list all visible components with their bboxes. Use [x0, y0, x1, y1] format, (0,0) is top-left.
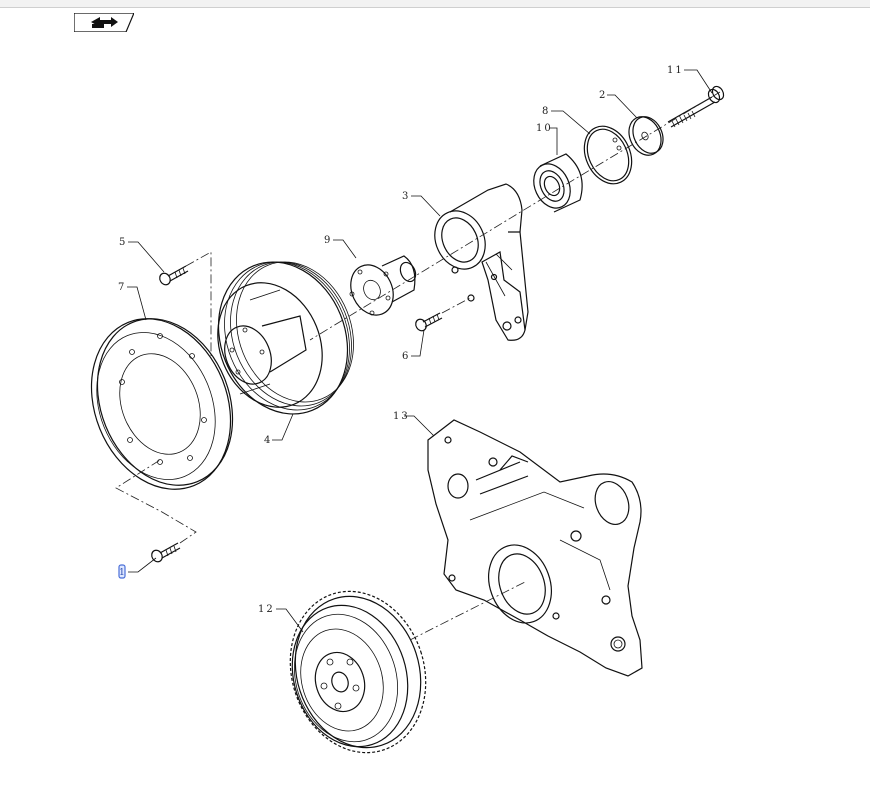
callout-6[interactable]: 6: [402, 351, 410, 362]
callout-7[interactable]: 7: [118, 282, 126, 293]
callout-labels: 11 2 8 10 3 9 5 7 6 4 13 12 1: [118, 65, 684, 615]
leader-lines: [127, 69, 713, 633]
part-13-timing-cover[interactable]: [427, 419, 643, 677]
part-6-bolt[interactable]: [414, 312, 443, 333]
callout-1[interactable]: 1: [119, 568, 125, 578]
part-9-pulley-hub[interactable]: [343, 255, 419, 322]
part-12-crank-gear[interactable]: [270, 574, 446, 771]
callout-11[interactable]: 11: [667, 65, 684, 76]
part-5-bolt[interactable]: [158, 265, 189, 287]
callout-3[interactable]: 3: [402, 191, 410, 202]
top-toolbar-strip: [0, 0, 870, 8]
part-11-bolt[interactable]: [667, 84, 726, 128]
callout-9[interactable]: 9: [324, 235, 332, 246]
part-2-washer[interactable]: [623, 112, 669, 161]
callout-1-selection-highlight[interactable]: [118, 564, 126, 579]
part-8-snap-ring[interactable]: [575, 119, 640, 192]
callout-5[interactable]: 5: [119, 237, 127, 248]
callout-13[interactable]: 13: [393, 411, 410, 422]
callout-8[interactable]: 8: [542, 106, 550, 117]
logo-badge[interactable]: [74, 13, 134, 32]
part-4-pump-pulley[interactable]: [196, 242, 374, 433]
forward-arrow-icon: [91, 17, 118, 28]
callout-2[interactable]: 2: [599, 90, 607, 101]
callout-4[interactable]: 4: [264, 435, 272, 446]
assembly-centerlines: [115, 91, 721, 641]
part-1-bolt[interactable]: [150, 542, 181, 564]
part-7-damper-plate[interactable]: [67, 298, 257, 511]
callout-12[interactable]: 12: [258, 604, 275, 615]
part-10-bearing[interactable]: [527, 153, 583, 214]
callout-10[interactable]: 10: [536, 123, 553, 134]
part-3-tensioner-bracket[interactable]: [426, 183, 529, 341]
